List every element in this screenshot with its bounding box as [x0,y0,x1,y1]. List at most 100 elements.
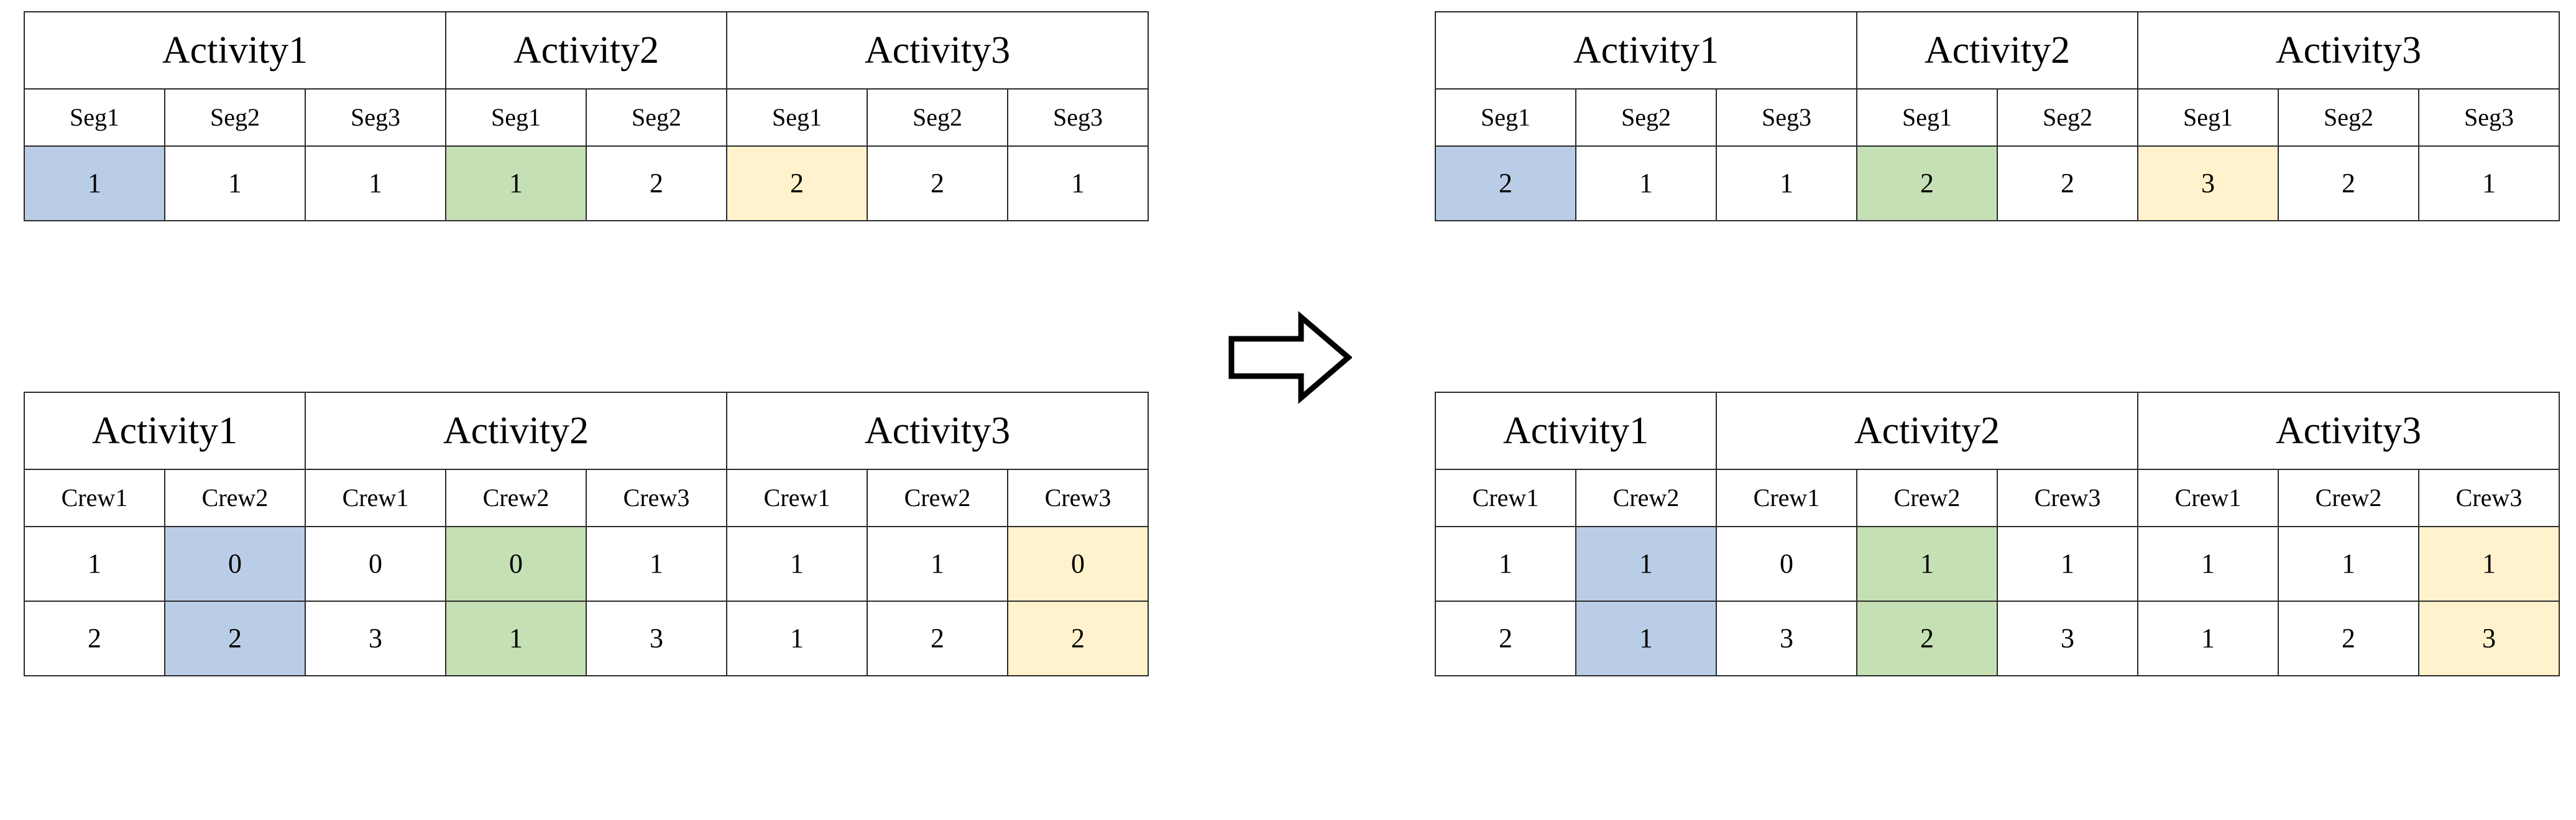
sub-header-cell: Crew1 [1435,469,1576,527]
table-cell-highlighted: 2 [1435,145,1576,221]
table-cell: 2 [867,145,1008,221]
table-cell: 2 [1997,145,2138,221]
sub-header-cell: Seg2 [164,88,306,147]
table-cell-highlighted: 1 [24,145,165,221]
table-cell: 1 [1716,145,1857,221]
table-cell: 0 [305,526,446,602]
table-cell: 1 [1997,526,2138,602]
table-cell-highlighted: 1 [445,145,587,221]
table-cell-highlighted: 1 [445,601,587,676]
sub-header-cell: Crew3 [1007,469,1149,527]
sub-header-cell: Seg2 [867,88,1008,147]
sub-header-cell: Crew2 [2278,469,2419,527]
table-cell: 1 [164,145,306,221]
activity-header-cell: Activity1 [24,392,306,470]
right-arrow-icon [1228,311,1352,404]
sub-header-cell: Seg3 [1007,88,1149,147]
sub-header-cell: Crew1 [2137,469,2279,527]
sub-header-cell: Seg3 [305,88,446,147]
table-cell: 3 [1997,601,2138,676]
table-cell: 2 [867,601,1008,676]
sub-header-cell: Seg1 [726,88,868,147]
activity-header-cell: Activity2 [1716,392,2138,470]
sub-header-cell: Seg2 [586,88,727,147]
table-cell: 1 [2418,145,2560,221]
sub-header-cell: Seg2 [2278,88,2419,147]
table-cell: 1 [2137,526,2279,602]
table-cell-highlighted: 1 [1856,526,1998,602]
table-cell: 1 [1007,145,1149,221]
sub-header-cell: Crew3 [1997,469,2138,527]
table-cell-highlighted: 1 [1575,526,1717,602]
sub-header-cell: Seg1 [1856,88,1998,147]
transform-arrow [1228,311,1352,404]
table-cell: 1 [2278,526,2419,602]
table-cell: 1 [726,601,868,676]
activity-header-cell: Activity3 [726,392,1149,470]
table-cell: 3 [586,601,727,676]
sub-header-cell: Crew1 [24,469,165,527]
sub-header-cell: Crew2 [445,469,587,527]
table-cell: 1 [867,526,1008,602]
table-cell-highlighted: 0 [1007,526,1149,602]
table-cell-highlighted: 2 [1856,145,1998,221]
table-cell-highlighted: 2 [1856,601,1998,676]
activity-header-cell: Activity2 [445,11,727,90]
sub-header-cell: Seg2 [1575,88,1717,147]
sub-header-cell: Seg2 [1997,88,2138,147]
sub-header-cell: Crew1 [1716,469,1857,527]
table-cell-highlighted: 2 [1007,601,1149,676]
sub-header-cell: Seg1 [445,88,587,147]
table-cell: 3 [305,601,446,676]
sub-header-cell: Crew1 [726,469,868,527]
table-cell-highlighted: 1 [1575,601,1717,676]
activity-header-cell: Activity1 [1435,11,1857,90]
table-cell: 2 [1435,601,1576,676]
sub-header-cell: Crew3 [586,469,727,527]
table-cell-highlighted: 3 [2418,601,2560,676]
sub-header-cell: Crew1 [305,469,446,527]
table-cell: 2 [2278,145,2419,221]
table-cell: 1 [1575,145,1717,221]
sub-header-cell: Crew2 [867,469,1008,527]
sub-header-cell: Crew2 [1856,469,1998,527]
table-cell-highlighted: 2 [164,601,306,676]
activity-header-cell: Activity2 [1856,11,2138,90]
activity-header-cell: Activity1 [24,11,446,90]
table-cell-highlighted: 0 [164,526,306,602]
table-cell: 1 [305,145,446,221]
sub-header-cell: Crew2 [164,469,306,527]
activity-header-cell: Activity2 [305,392,727,470]
sub-header-cell: Crew3 [2418,469,2560,527]
sub-header-cell: Crew2 [1575,469,1717,527]
table-cell: 1 [2137,601,2279,676]
sub-header-cell: Seg1 [2137,88,2279,147]
table-cell-highlighted: 2 [726,145,868,221]
table-cell: 1 [1435,526,1576,602]
table-cell: 1 [726,526,868,602]
sub-header-cell: Seg3 [2418,88,2560,147]
activity-header-cell: Activity1 [1435,392,1717,470]
table-cell: 3 [1716,601,1857,676]
table-cell: 1 [586,526,727,602]
sub-header-cell: Seg3 [1716,88,1857,147]
